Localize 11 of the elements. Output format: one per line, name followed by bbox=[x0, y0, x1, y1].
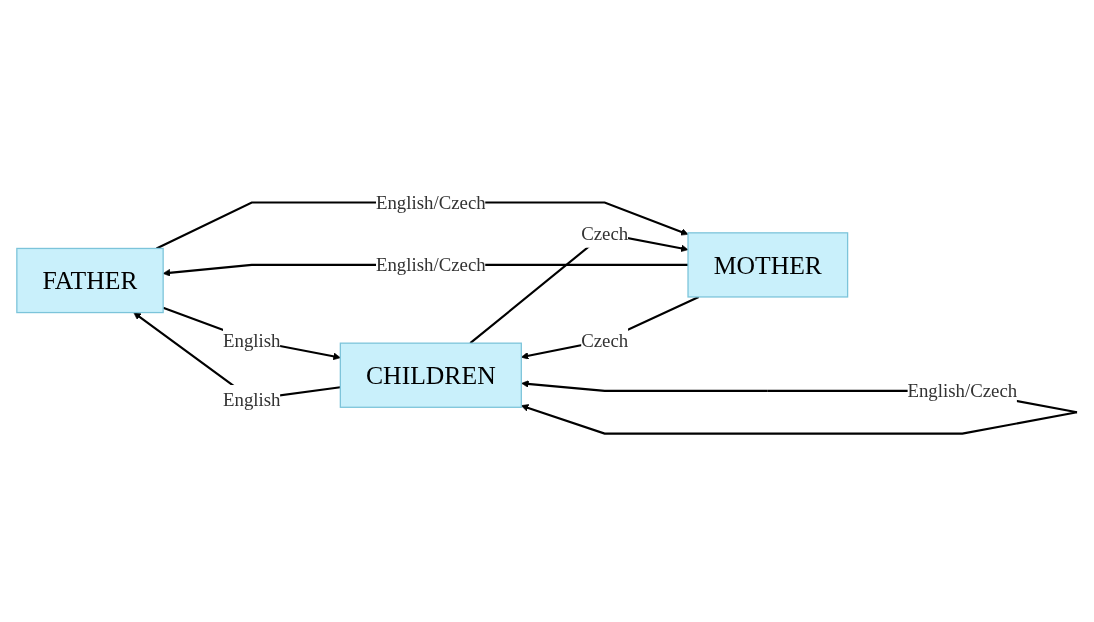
edge-label: English/Czech bbox=[375, 191, 486, 214]
edge-label: English bbox=[223, 329, 281, 352]
edge-label: English/Czech bbox=[907, 380, 1018, 402]
edge-label: English/Czech bbox=[375, 254, 486, 276]
edge-label: English bbox=[223, 388, 281, 410]
node-box: FATHER bbox=[16, 247, 164, 314]
arrow bbox=[156, 201, 689, 250]
node-box: MOTHER bbox=[687, 232, 849, 298]
edge-label: Czech bbox=[581, 223, 629, 245]
node-box: CHILDREN bbox=[339, 342, 522, 408]
edge-label: Czech bbox=[581, 329, 629, 352]
